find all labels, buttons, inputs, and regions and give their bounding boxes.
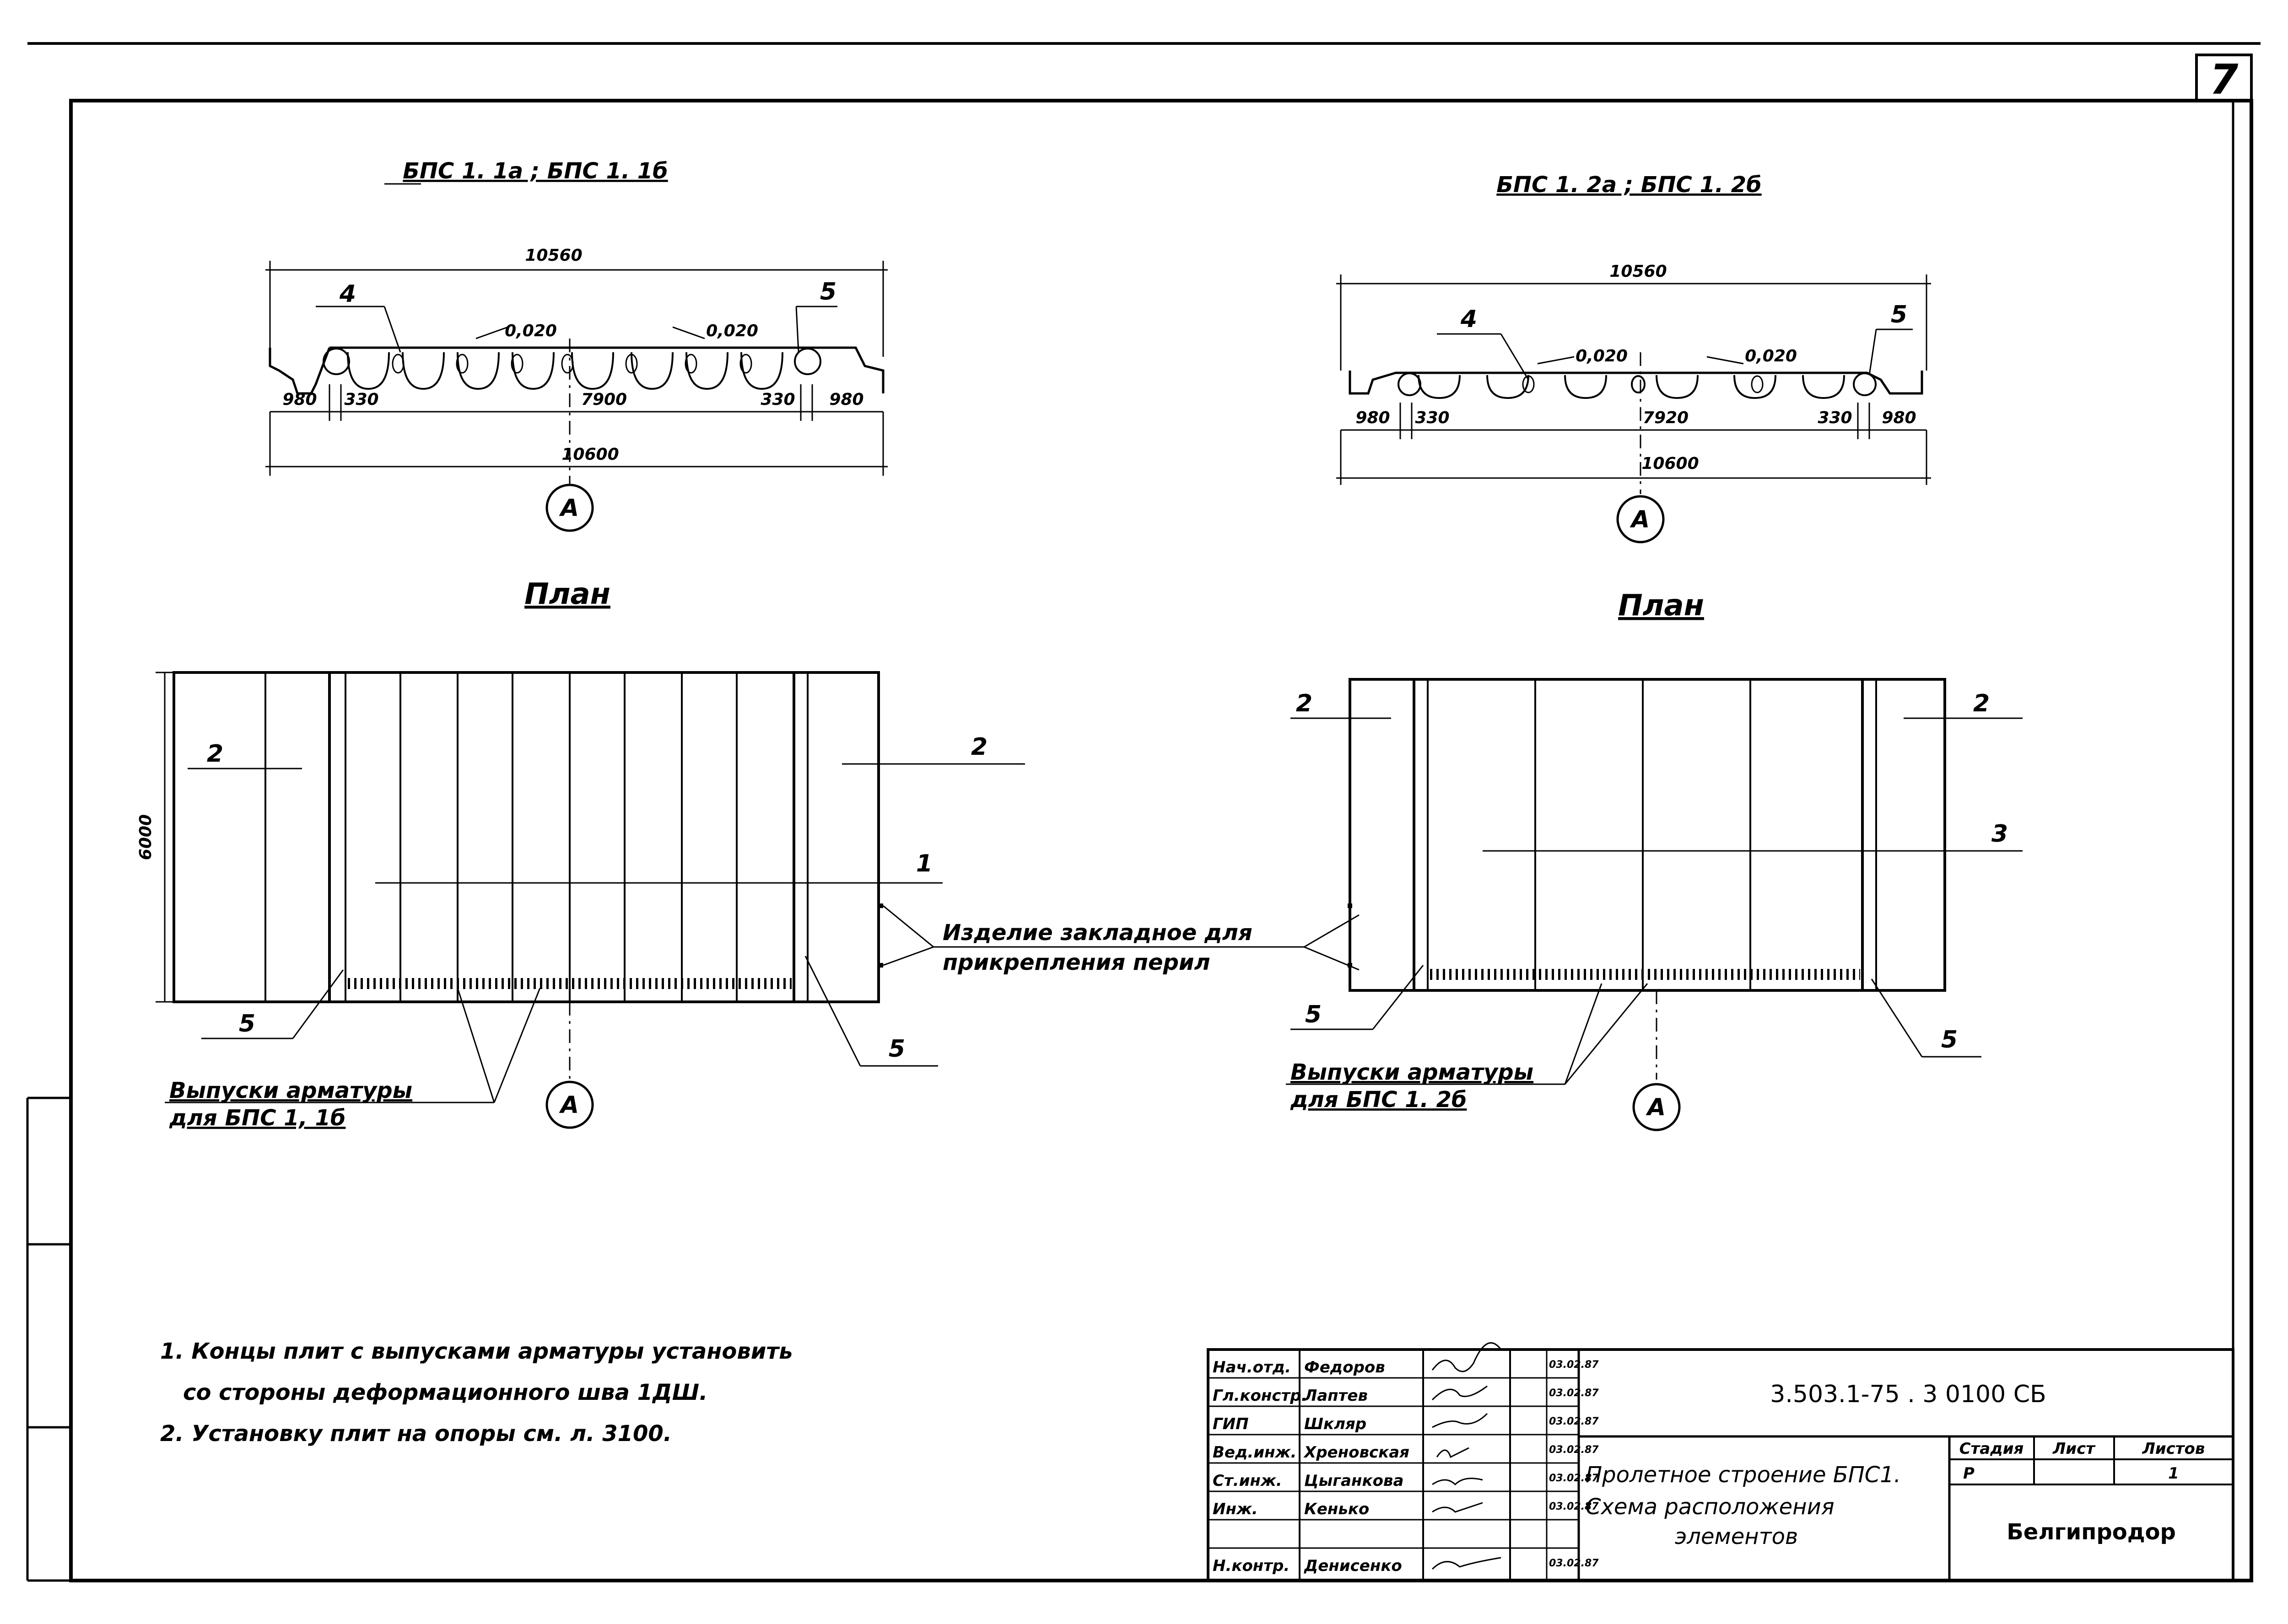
right-section-title: БПС 1. 2а ; БПС 1. 2б	[1496, 172, 1761, 198]
left-slope-left: 0,020	[505, 322, 557, 340]
right-dim-7920: 7920	[1643, 409, 1689, 427]
right-callout-5-bl: 5	[1305, 1001, 1322, 1028]
tb-sheet-header: Лист	[2052, 1440, 2096, 1458]
tb-name-3: Хреновская	[1303, 1443, 1409, 1462]
embedded-part-note: Изделие закладное для прикрепления перил	[883, 905, 1360, 975]
right-dim-980-left: 980	[1355, 409, 1390, 427]
note-2: 2. Установку плит на опоры см. л. 3100.	[160, 1421, 672, 1447]
right-callout-4: 4	[1460, 306, 1477, 333]
right-rebar-note-line2: для БПС 1. 2б	[1290, 1087, 1467, 1113]
general-notes: 1. Концы плит с выпусками арматуры устан…	[160, 1339, 793, 1447]
right-dim-980-right: 980	[1882, 409, 1916, 427]
tb-role-7: Н.контр.	[1213, 1557, 1290, 1575]
left-plan-title: План	[524, 577, 610, 611]
tb-sheets: 1	[2168, 1464, 2179, 1483]
right-callout-3: 3	[1991, 820, 2008, 848]
tb-role-3: Вед.инж.	[1213, 1443, 1296, 1462]
left-slope-right: 0,020	[706, 322, 758, 340]
tb-date-4: 03.02.87	[1549, 1473, 1599, 1484]
left-dim-top: 10560	[525, 246, 582, 265]
right-callout-2-left: 2	[1296, 690, 1312, 717]
tb-name-7: Денисенко	[1304, 1557, 1402, 1575]
right-dim-top: 10560	[1609, 262, 1667, 281]
sheet-frame	[26, 42, 2261, 1582]
tb-sheets-header: Листов	[2142, 1440, 2205, 1458]
right-plan-view: План 2 2 3 5 5 Выпуски арматуры для БПС …	[1286, 589, 2023, 1131]
tb-stage-header: Стадия	[1959, 1440, 2024, 1458]
left-plan-view: План 6000 2 2 1 5	[136, 577, 1025, 1131]
tb-date-5: 03.02.87	[1549, 1501, 1599, 1512]
right-axis-marker: А	[1630, 506, 1650, 533]
tb-role-0: Нач.отд.	[1213, 1358, 1291, 1377]
right-plan-title: План	[1618, 589, 1704, 623]
left-callout-2-left: 2	[207, 740, 223, 768]
left-callout-5: 5	[820, 278, 836, 306]
left-dim-330-right: 330	[761, 390, 795, 409]
right-callout-2-right: 2	[1973, 690, 1990, 717]
left-dim-6000: 6000	[136, 814, 155, 860]
left-callout-2-right: 2	[971, 733, 988, 761]
tb-description-1: Пролетное строение БПС1.	[1586, 1462, 1901, 1488]
left-dim-bottom: 10600	[561, 445, 619, 464]
right-callout-5-br: 5	[1941, 1026, 1958, 1054]
right-plan-axis-marker: А	[1646, 1094, 1666, 1121]
right-slope-right: 0,020	[1745, 347, 1797, 366]
tb-name-1: Лаптев	[1304, 1387, 1368, 1405]
tb-description-3: элементов	[1675, 1524, 1798, 1549]
left-axis-marker: А	[559, 495, 579, 522]
tb-description-2: Схема расположения	[1586, 1494, 1835, 1520]
tb-date-7: 03.02.87	[1549, 1558, 1599, 1569]
embed-note-line2: прикрепления перил	[943, 950, 1210, 975]
right-callout-5: 5	[1891, 301, 1907, 328]
left-callout-1: 1	[916, 850, 933, 877]
note-1-line1: 1. Концы плит с выпусками арматуры устан…	[160, 1339, 793, 1364]
title-block: Нач.отд. Федоров 03.02.87 Гл.констр. Лап…	[1207, 1342, 2234, 1582]
tb-organization: Белгипродор	[2007, 1519, 2176, 1545]
embed-note-line1: Изделие закладное для	[943, 920, 1252, 946]
tb-date-1: 03.02.87	[1549, 1387, 1599, 1399]
left-rebar-note-line1: Выпуски арматуры	[169, 1078, 412, 1103]
tb-date-3: 03.02.87	[1549, 1444, 1599, 1456]
left-plan-axis-marker: А	[559, 1092, 579, 1119]
left-section-view: БПС 1. 1а ; БПС 1. 1б 10560 4 5 0,020 0,…	[265, 158, 888, 532]
right-dim-330-left: 330	[1415, 409, 1449, 427]
sheet-number-box: 7	[2195, 54, 2253, 104]
right-dim-bottom: 10600	[1641, 454, 1699, 473]
left-callout-5-br: 5	[889, 1035, 905, 1063]
right-section-view: БПС 1. 2а ; БПС 1. 2б 10560 4 5 0,020 0,…	[1336, 172, 1931, 543]
left-dim-980-left: 980	[282, 390, 317, 409]
tb-role-1: Гл.констр.	[1213, 1387, 1307, 1405]
sheet-number: 7	[2210, 56, 2239, 104]
tb-name-4: Цыганкова	[1304, 1472, 1403, 1490]
tb-name-0: Федоров	[1304, 1358, 1385, 1377]
tb-name-2: Шкляр	[1304, 1415, 1366, 1433]
tb-stage: Р	[1963, 1464, 1975, 1483]
left-dim-7900: 7900	[581, 390, 627, 409]
tb-name-5: Кенько	[1304, 1500, 1369, 1518]
tb-code: 3.503.1-75 . 3 0100 СБ	[1770, 1381, 2046, 1408]
left-dim-980-right: 980	[829, 390, 863, 409]
tb-role-2: ГИП	[1213, 1415, 1249, 1433]
left-section-title: БПС 1. 1а ; БПС 1. 1б	[403, 158, 668, 184]
tb-date-0: 03.02.87	[1549, 1359, 1599, 1371]
left-rebar-note-line2: для БПС 1, 1б	[169, 1105, 345, 1131]
left-callout-4: 4	[339, 280, 356, 308]
tb-role-5: Инж.	[1213, 1500, 1258, 1518]
left-dim-330-left: 330	[344, 390, 378, 409]
tb-role-4: Ст.инж.	[1213, 1472, 1282, 1490]
left-callout-5-bl: 5	[239, 1010, 255, 1038]
right-rebar-note-line1: Выпуски арматуры	[1290, 1059, 1533, 1085]
right-dim-330-right: 330	[1818, 409, 1852, 427]
right-slope-left: 0,020	[1576, 347, 1628, 366]
note-1-line2: со стороны деформационного шва 1ДШ.	[183, 1380, 707, 1405]
tb-date-2: 03.02.87	[1549, 1416, 1599, 1427]
